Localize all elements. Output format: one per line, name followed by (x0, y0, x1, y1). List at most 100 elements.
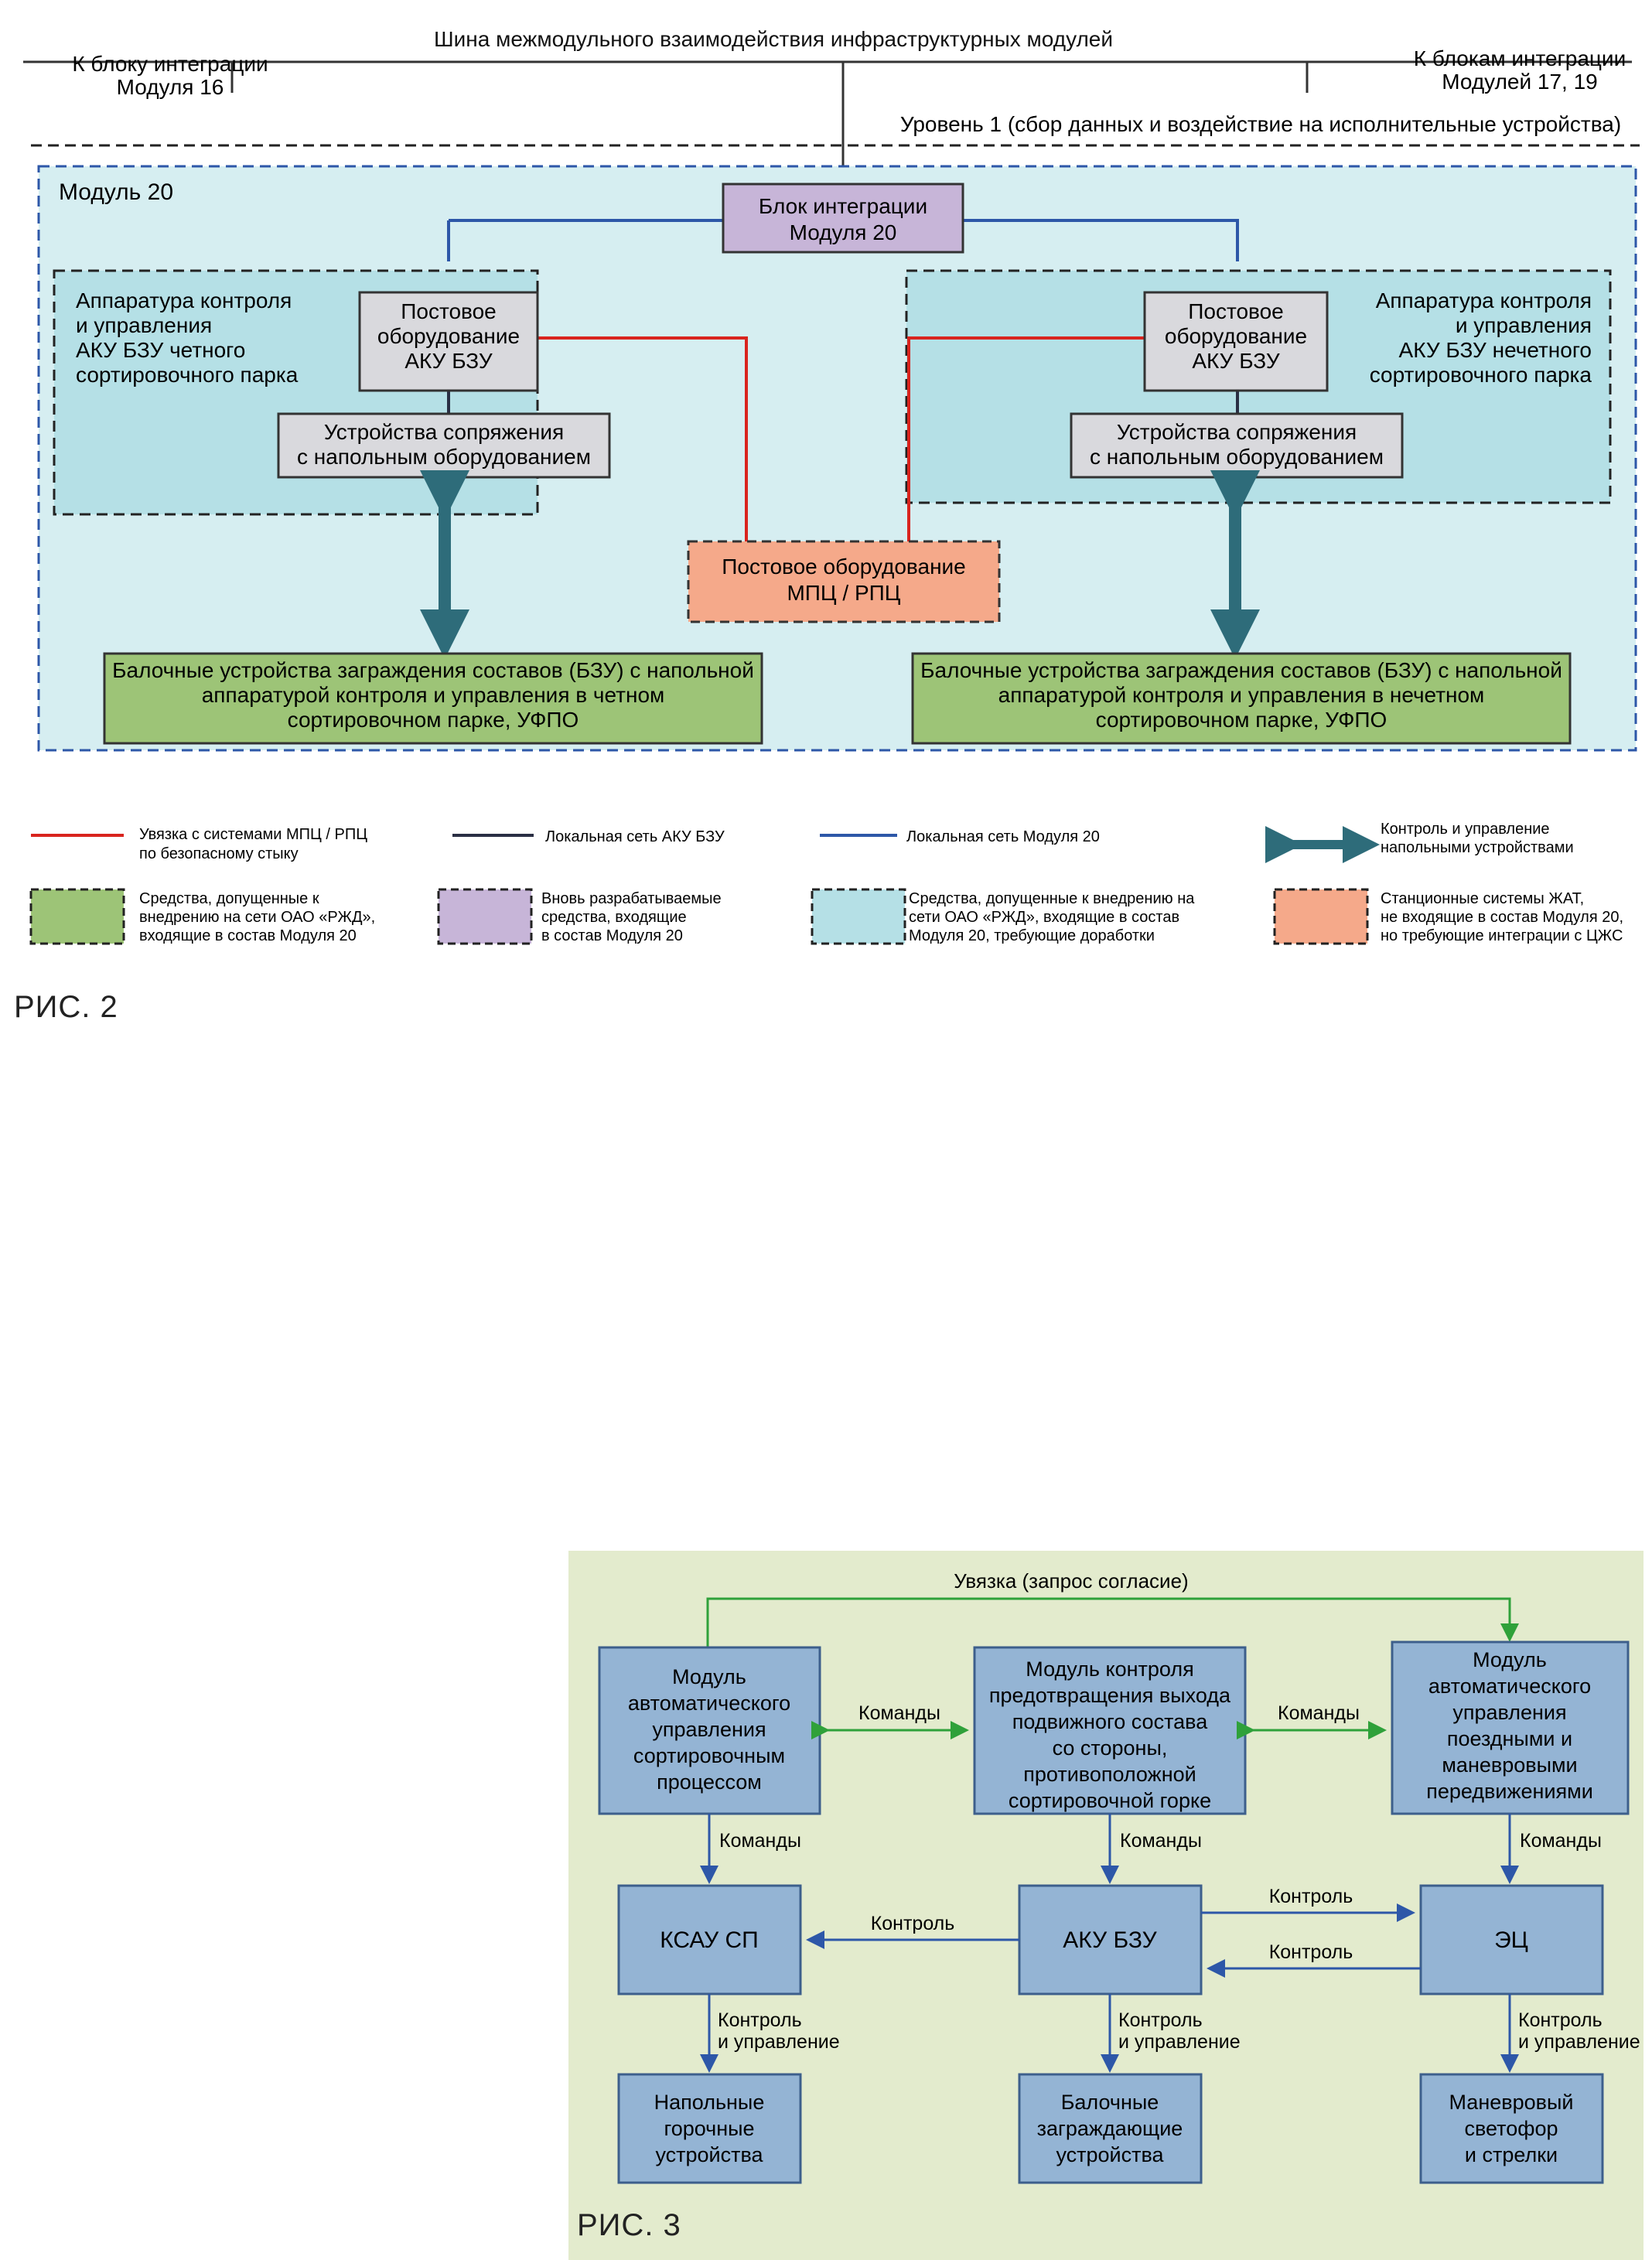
svg-text:Команды: Команды (1120, 1830, 1202, 1852)
box-train-auto: Модуль автоматического управления поездн… (1391, 1640, 1630, 1815)
box-beam-devices: Балочные заграждающие устройства (1018, 2073, 1203, 2184)
box-aku: АКУ БЗУ (1018, 1884, 1203, 1995)
svg-text:и стрелки: и стрелки (1465, 2143, 1558, 2166)
svg-text:Модуля 20, требующие доработки: Модуля 20, требующие доработки (909, 927, 1155, 944)
svg-text:Контроль: Контроль (718, 2009, 802, 2031)
module20-network-lines (447, 219, 1239, 261)
svg-text:напольными устройствами: напольными устройствами (1381, 839, 1574, 856)
bzu-odd-block: Балочные устройства заграждения составов… (911, 652, 1572, 745)
svg-text:и управление: и управление (718, 2031, 840, 2053)
svg-text:входящие в состав Модуля 20: входящие в состав Модуля 20 (139, 927, 357, 944)
svg-text:Блок интеграции: Блок интеграции (759, 194, 927, 218)
svg-text:Команды: Команды (719, 1830, 801, 1852)
svg-text:сортировочного парка: сортировочного парка (76, 363, 299, 387)
svg-text:Постовое оборудование: Постовое оборудование (722, 555, 966, 579)
svg-text:автоматического: автоматического (1428, 1675, 1591, 1698)
box-sort-auto: Модуль автоматического управления сортир… (598, 1646, 821, 1815)
box-ec: ЭЦ (1419, 1884, 1604, 1995)
svg-text:Модуль: Модуль (1473, 1648, 1547, 1671)
svg-text:процессом: процессом (657, 1770, 762, 1794)
svg-text:сортировочном парке, УФПО: сортировочном парке, УФПО (288, 708, 579, 732)
svg-text:горочные: горочные (664, 2117, 754, 2140)
interface-devices-right: Устройства сопряжения с напольным оборуд… (1070, 412, 1404, 479)
mpc-safe-links (538, 336, 1145, 541)
svg-text:в состав Модуля 20: в состав Модуля 20 (541, 927, 683, 944)
svg-text:оборудование: оборудование (377, 324, 520, 348)
post-equipment-left: Постовое оборудование АКУ БЗУ (358, 291, 539, 392)
vertical-command-links (700, 1814, 1519, 1884)
svg-text:и управление: и управление (1518, 2031, 1640, 2053)
control-arrows (420, 470, 1260, 659)
svg-text:Средства, допущенные к внедрен: Средства, допущенные к внедрению на (909, 890, 1195, 907)
svg-text:АКУ БЗУ: АКУ БЗУ (1192, 349, 1280, 373)
svg-text:Напольные: Напольные (654, 2091, 765, 2114)
svg-text:и управления: и управления (76, 313, 212, 337)
vertical-control-links (700, 1994, 1519, 2073)
integration-block: Блок интеграции Модуля 20 (722, 183, 964, 254)
box-prevent-exit: Модуль контроля предотвращения выхода по… (973, 1646, 1247, 1815)
svg-text:и управления: и управления (1456, 313, 1592, 337)
svg-text:со стороны,: со стороны, (1053, 1736, 1168, 1760)
box-shunt-signal: Маневровый светофор и стрелки (1419, 2073, 1604, 2184)
svg-text:Средства, допущенные к: Средства, допущенные к (139, 890, 319, 907)
svg-text:противоположной: противоположной (1023, 1763, 1196, 1786)
svg-text:Локальная сеть АКУ БЗУ: Локальная сеть АКУ БЗУ (545, 828, 725, 845)
svg-text:Балочные: Балочные (1061, 2091, 1159, 2114)
svg-text:Балочные устройства заграждени: Балочные устройства заграждения составов… (920, 658, 1562, 682)
svg-text:Увязка (запрос согласие): Увязка (запрос согласие) (954, 1569, 1188, 1593)
svg-text:сортировочной горке: сортировочной горке (1009, 1789, 1211, 1812)
to-module16-line1: К блоку интеграции (72, 52, 268, 76)
svg-text:АКУ БЗУ четного: АКУ БЗУ четного (76, 338, 245, 362)
svg-text:устройства: устройства (655, 2143, 763, 2166)
svg-text:Аппаратура контроля: Аппаратура контроля (1376, 288, 1592, 312)
svg-text:но требующие интеграции с ЦЖС: но требующие интеграции с ЦЖС (1381, 927, 1623, 944)
inter-module-bus: Шина межмодульного взаимодействия инфрас… (23, 27, 1632, 186)
svg-text:Модуля 20: Модуля 20 (790, 220, 897, 244)
mpc-rpc-block: Постовое оборудование МПЦ / РПЦ (687, 540, 1001, 623)
svg-text:Контроль и управление: Контроль и управление (1381, 821, 1550, 838)
svg-text:АКУ БЗУ: АКУ БЗУ (1063, 1927, 1157, 1953)
post-equipment-right: Постовое оборудование АКУ БЗУ (1143, 291, 1329, 392)
svg-text:управления: управления (1452, 1701, 1566, 1724)
svg-text:оборудование: оборудование (1165, 324, 1307, 348)
svg-text:Балочные устройства заграждени: Балочные устройства заграждения составов… (112, 658, 754, 682)
figure-2-diagram: Шина межмодульного взаимодействия инфрас… (23, 27, 1640, 945)
figure-3-diagram: Увязка (запрос согласие) Модуль автомати… (568, 1551, 1643, 2260)
svg-text:Увязка с системами МПЦ / РПЦ: Увязка с системами МПЦ / РПЦ (139, 826, 367, 843)
svg-text:маневровыми: маневровыми (1442, 1753, 1577, 1777)
svg-text:сортировочном парке, УФПО: сортировочном парке, УФПО (1096, 708, 1387, 732)
svg-text:Локальная сеть Модуля 20: Локальная сеть Модуля 20 (906, 828, 1100, 845)
svg-text:подвижного состава: подвижного состава (1012, 1710, 1208, 1733)
figure-3-caption: РИС. 3 (577, 2208, 681, 2242)
to-modules17-19-line2: Модулей 17, 19 (1442, 70, 1598, 94)
svg-text:заграждающие: заграждающие (1037, 2117, 1183, 2140)
svg-text:Устройства сопряжения: Устройства сопряжения (324, 420, 564, 444)
svg-text:с напольным оборудованием: с напольным оборудованием (1090, 445, 1384, 469)
bus-label: Шина межмодульного взаимодействия инфрас… (434, 27, 1113, 51)
svg-text:Команды: Команды (858, 1702, 940, 1724)
module20-label: Модуль 20 (59, 179, 173, 205)
to-modules17-19-line1: К блокам интеграции (1414, 46, 1626, 70)
svg-text:передвижениями: передвижениями (1426, 1780, 1593, 1803)
svg-text:АКУ БЗУ нечетного: АКУ БЗУ нечетного (1399, 338, 1592, 362)
svg-text:Постовое: Постовое (1188, 299, 1283, 323)
svg-text:Команды: Команды (1278, 1702, 1360, 1724)
svg-text:Модуль контроля: Модуль контроля (1026, 1657, 1193, 1681)
svg-text:сети ОАО «РЖД», входящие в сос: сети ОАО «РЖД», входящие в состав (909, 909, 1179, 926)
svg-text:сортировочного парка: сортировочного парка (1370, 363, 1592, 387)
svg-text:Постовое: Постовое (401, 299, 496, 323)
aku-local-network (447, 391, 1239, 414)
box-floor-devices: Напольные горочные устройства (617, 2073, 802, 2184)
svg-text:МПЦ / РПЦ: МПЦ / РПЦ (787, 581, 900, 605)
svg-text:Контроль: Контроль (1269, 1886, 1353, 1907)
bzu-even-block: Балочные устройства заграждения составов… (103, 652, 763, 745)
svg-text:Станционные системы ЖАТ,: Станционные системы ЖАТ, (1381, 890, 1584, 907)
svg-text:сортировочным: сортировочным (633, 1744, 785, 1767)
control-links (806, 1903, 1421, 1978)
svg-text:Команды: Команды (1520, 1830, 1602, 1852)
svg-text:Модуль: Модуль (672, 1665, 746, 1688)
svg-text:предотвращения выхода: предотвращения выхода (989, 1684, 1231, 1707)
svg-text:устройства: устройства (1056, 2143, 1164, 2166)
svg-text:Вновь разрабатываемые: Вновь разрабатываемые (541, 890, 722, 907)
svg-text:средства, входящие: средства, входящие (541, 909, 687, 926)
